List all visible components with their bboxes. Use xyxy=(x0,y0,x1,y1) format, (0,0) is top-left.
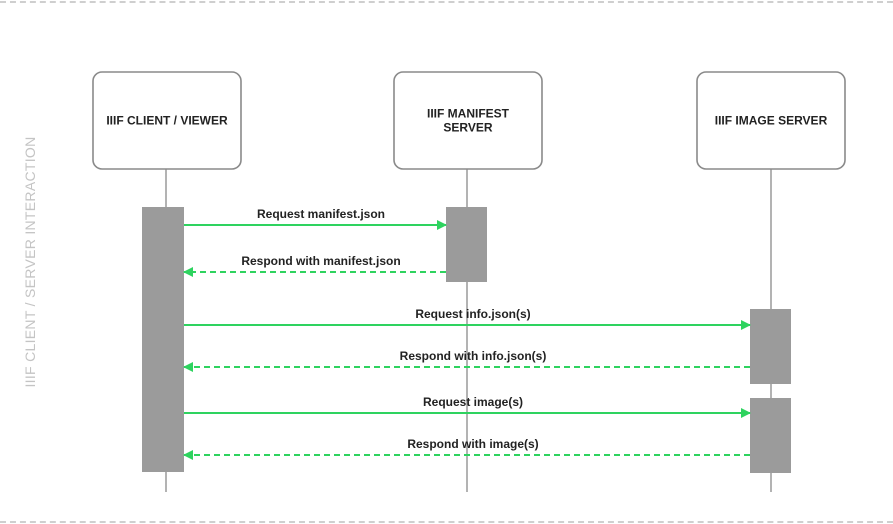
message-label: Respond with image(s) xyxy=(407,437,538,451)
message-label: Request manifest.json xyxy=(257,207,385,221)
participant-label-manifest: SERVER xyxy=(443,121,492,135)
message-label: Request info.json(s) xyxy=(415,307,530,321)
activation-bar-image xyxy=(750,398,791,473)
participant-label-image: IIIF IMAGE SERVER xyxy=(715,114,828,128)
top-dashed-border xyxy=(0,1,893,3)
participant-box-manifest xyxy=(393,71,543,170)
activation-bar-image xyxy=(750,309,791,384)
bottom-dashed-border xyxy=(0,521,893,523)
message-label: Respond with manifest.json xyxy=(241,254,400,268)
participant-box-image xyxy=(696,71,846,170)
message-label: Respond with info.json(s) xyxy=(400,349,547,363)
participant-label-client: IIIF CLIENT / VIEWER xyxy=(106,114,228,128)
activation-bar-client xyxy=(142,207,184,472)
activation-bar-manifest xyxy=(446,207,487,282)
message-label: Request image(s) xyxy=(423,395,523,409)
participant-box-client xyxy=(92,71,242,170)
participant-label-manifest: IIIF MANIFEST xyxy=(427,107,510,121)
